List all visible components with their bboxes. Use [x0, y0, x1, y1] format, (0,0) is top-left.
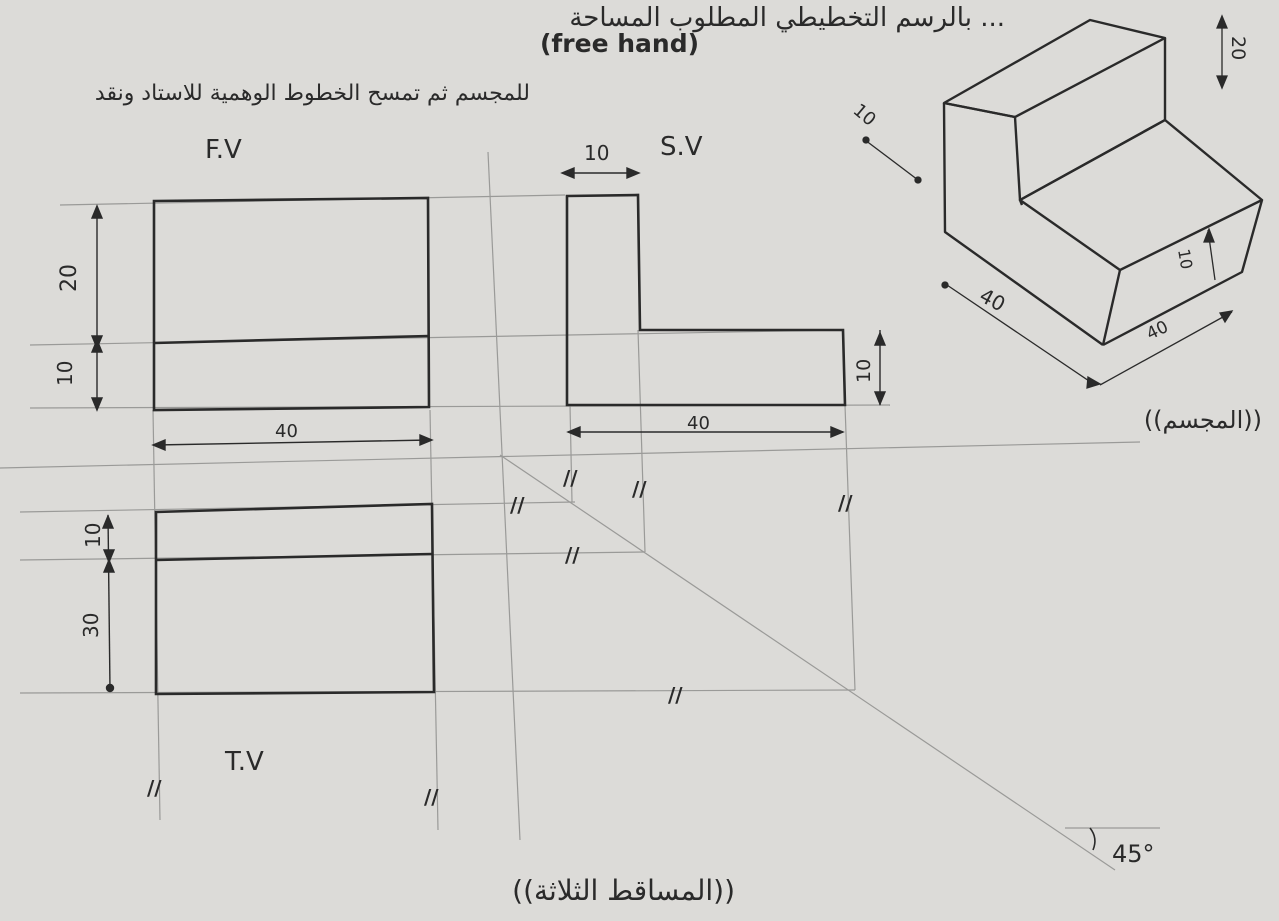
- solid-caption: ((المجسم)): [1144, 406, 1262, 434]
- instruction-line-2: للمجسم ثم تمسح الخطوط الوهمية للاستاد ون…: [95, 81, 530, 106]
- parallel-mark-5: //: [565, 543, 580, 567]
- projection-drop-3: [844, 404, 856, 691]
- iso-left-top-edge: [943, 101, 1016, 119]
- sv-width-arrow-left: [566, 425, 581, 439]
- parallel-mark-1: //: [510, 493, 525, 517]
- top-view: [154, 502, 436, 696]
- fv-dim-arrow-top: [90, 204, 104, 219]
- tv-arrow-mid-up: [102, 558, 116, 573]
- iso-width-left-arrow-b: [1086, 375, 1102, 389]
- iso-height-arrow-bottom: [1216, 75, 1228, 90]
- fv-width-value: 40: [275, 421, 298, 442]
- sv-width-value: 40: [687, 413, 710, 434]
- iso-width-left-dim-line: [943, 282, 1096, 386]
- angle-arc: [1089, 827, 1096, 851]
- sv-top-arrow-left: [560, 166, 575, 180]
- tv-depth-rest-value: 30: [79, 613, 103, 638]
- sv-step-arrow-up: [873, 331, 887, 346]
- fv-height-upper-value: 20: [57, 264, 82, 292]
- side-view-label: S.V: [660, 132, 703, 162]
- front-view-outline: [152, 196, 431, 412]
- parallel-mark-8: //: [424, 785, 439, 809]
- iso-step-value: 10: [1174, 247, 1196, 270]
- parallel-mark-7: //: [147, 776, 162, 800]
- vertical-divider-line: [487, 151, 521, 841]
- miter-line-45: [499, 454, 1116, 871]
- projection-drop-2: [637, 329, 646, 553]
- three-projections-caption: ((المساقط الثلاثة)): [512, 874, 735, 907]
- iso-depth-dim-line: [864, 139, 919, 181]
- iso-step-arrow-top: [1203, 227, 1215, 243]
- iso-dimensions: [862, 14, 1234, 389]
- iso-depth-arrow-a: [862, 136, 870, 144]
- instruction-header: ... بالرسم التخطيطي المطلوب المساحة للمج…: [95, 3, 1005, 106]
- tv-depth-top-value: 10: [81, 523, 105, 548]
- iso-width-right-arrow: [1218, 310, 1234, 324]
- parallel-mark-3: //: [632, 477, 647, 501]
- parallel-mark-6: //: [668, 683, 683, 707]
- fv-width-arrow-left: [151, 438, 166, 452]
- top-view-dimensions: [101, 514, 116, 693]
- fv-width-arrow-right: [419, 433, 434, 447]
- angle-45-label: 45°: [1112, 840, 1155, 868]
- top-view-label: T.V: [224, 747, 264, 777]
- sv-step-value: 10: [853, 359, 875, 383]
- fv-height-lower-value: 10: [53, 361, 77, 386]
- parallel-marks: // // // // // // // //: [147, 466, 853, 809]
- fv-width-dimension-line: [154, 439, 431, 446]
- projection-drop-1: [569, 404, 573, 503]
- top-view-step-line: [155, 552, 433, 562]
- side-view-outline: [565, 193, 847, 407]
- iso-height-arrow-top: [1216, 14, 1228, 29]
- top-view-outline: [154, 502, 436, 696]
- iso-top-height-value: 20: [1227, 36, 1249, 60]
- projection-line-gap: [0, 441, 1141, 469]
- iso-inner-corner: [1018, 199, 1024, 206]
- fv-dim-arrow-mid-up: [90, 338, 104, 353]
- iso-right-face-edges: [1102, 199, 1264, 347]
- sv-width-arrow-right: [830, 425, 845, 439]
- iso-depth-arrow-b: [914, 176, 922, 184]
- isometric-solid: [942, 18, 1264, 347]
- sv-step-arrow-down: [873, 391, 887, 406]
- side-view: [565, 193, 847, 407]
- tv-depth-dimension-line: [107, 514, 111, 691]
- tv-arrow-top: [101, 514, 115, 529]
- front-view-dimensions: [90, 204, 434, 452]
- front-view-label: F.V: [205, 135, 242, 165]
- iso-width-right-dim-line: [1099, 311, 1233, 386]
- tv-arrow-bottom: [105, 683, 115, 693]
- iso-width-left-arrow-a: [941, 281, 949, 289]
- front-view: [152, 196, 431, 412]
- instruction-line-1: ... بالرسم التخطيطي المطلوب المساحة: [569, 3, 1005, 33]
- side-view-dimensions: [560, 166, 887, 439]
- fv-dim-arrow-bottom: [90, 397, 104, 412]
- iso-left-face-edges: [942, 102, 1104, 346]
- sv-top-arrow-right: [626, 166, 641, 180]
- free-hand-label: (free hand): [540, 29, 699, 58]
- iso-step-front-edge: [1101, 269, 1122, 346]
- parallel-mark-2: //: [563, 466, 578, 490]
- projection-line-top-view-3: [19, 689, 856, 694]
- sv-top-width-value: 10: [584, 141, 609, 165]
- tv-arrow-mid-down: [102, 549, 116, 564]
- front-view-step-line: [153, 334, 430, 345]
- parallel-mark-4: //: [838, 491, 853, 515]
